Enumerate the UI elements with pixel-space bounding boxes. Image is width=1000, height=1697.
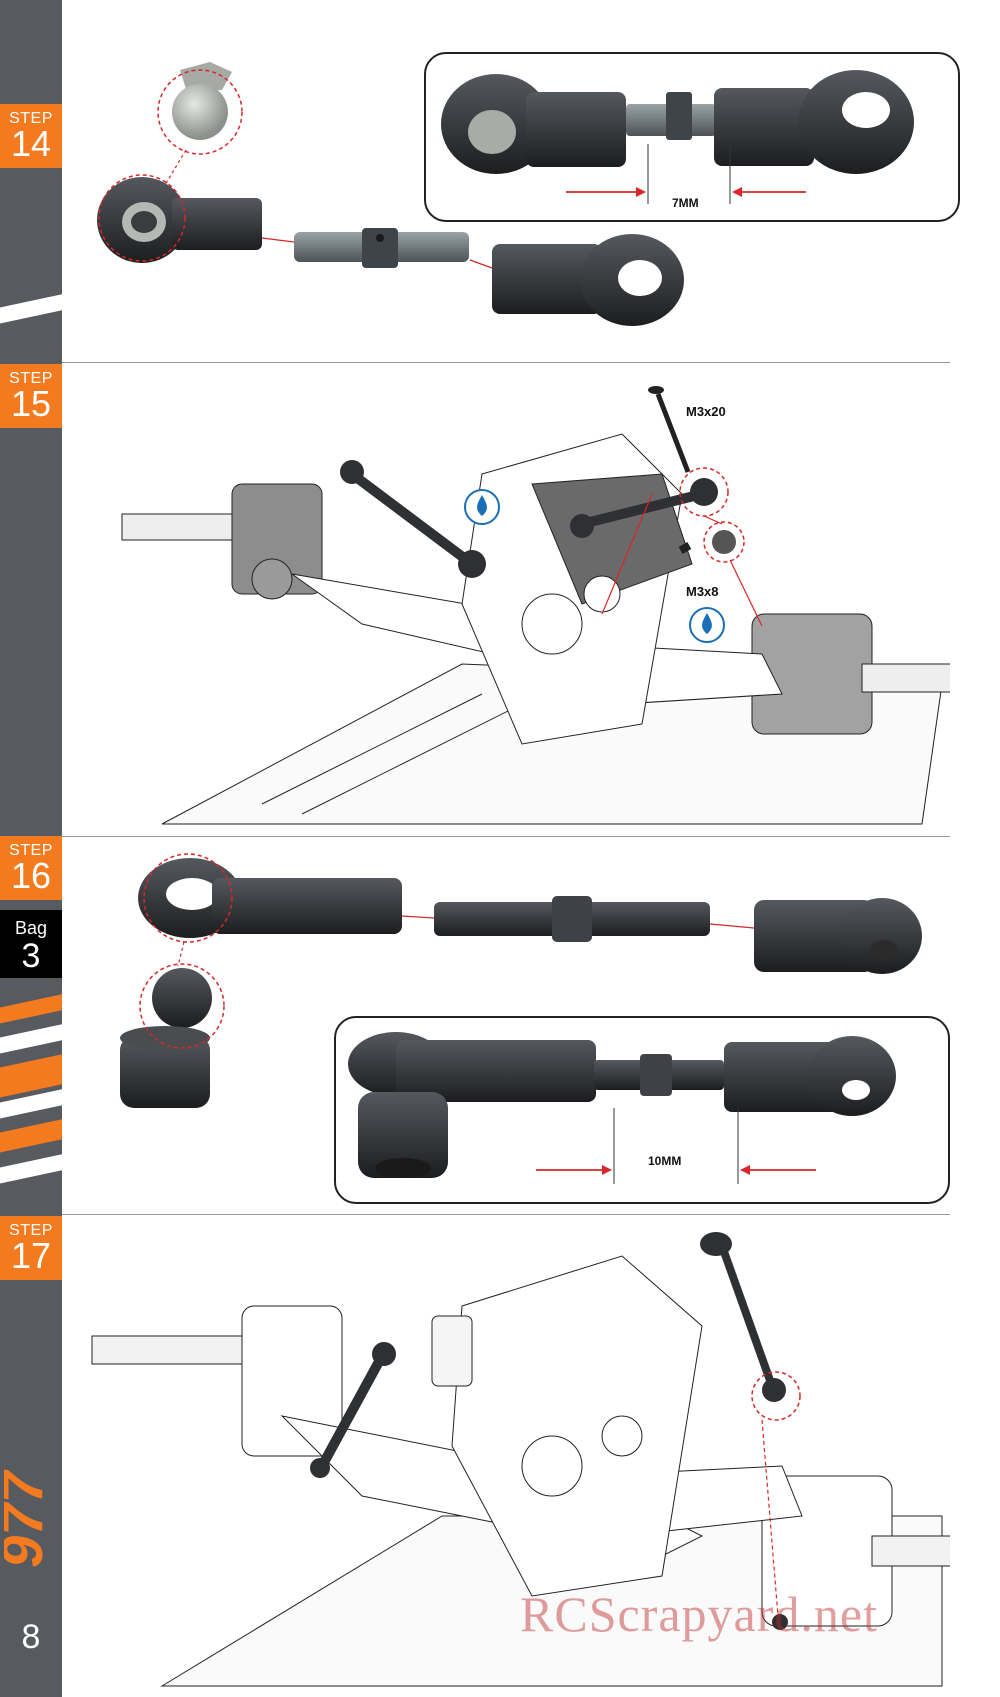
rod-end-left xyxy=(97,174,262,263)
step16-inset: 10MM xyxy=(334,1016,950,1204)
assembled-link-10mm xyxy=(348,1032,896,1184)
bag-badge: Bag 3 xyxy=(0,910,62,978)
step-number: 17 xyxy=(10,1235,52,1276)
decor-stripe xyxy=(0,1115,62,1155)
step-label: STEP xyxy=(9,370,53,387)
rod-end-right xyxy=(754,898,922,974)
camber-link-installed xyxy=(310,1342,396,1478)
screw xyxy=(772,1614,788,1630)
section-divider xyxy=(62,836,950,837)
screw-m3x20 xyxy=(648,386,691,473)
step-label: STEP xyxy=(9,842,53,859)
decor-stripe xyxy=(0,1150,62,1186)
sidebar: STEP 14 STEP 15 STEP 16 Bag 3 STEP 17 97… xyxy=(0,0,62,1697)
step-number: 14 xyxy=(10,123,52,164)
step16-illustration xyxy=(120,853,922,1108)
screw-callout-m3x20: M3x20 xyxy=(686,404,726,419)
turnbuckle xyxy=(294,228,469,268)
page-number: 8 xyxy=(21,1618,41,1656)
rod-end-right xyxy=(492,234,684,326)
step-label: STEP xyxy=(9,110,53,127)
step14-illustration xyxy=(97,62,684,326)
section-divider xyxy=(62,1214,950,1215)
step17-illustration xyxy=(91,1232,950,1687)
brand-logo-text: 977 xyxy=(4,1468,55,1568)
decor-stripe xyxy=(0,290,62,326)
watermark: RCScrapyard.net xyxy=(520,1586,878,1642)
bag-number: 3 xyxy=(21,937,41,975)
bag-label: Bag xyxy=(14,918,48,938)
step-badge-14: STEP 14 xyxy=(0,104,62,168)
step-badge-15: STEP 15 xyxy=(0,364,62,428)
brand-logo: 977 xyxy=(4,1468,55,1568)
camber-link-right xyxy=(700,1232,801,1421)
step-number: 15 xyxy=(10,383,52,424)
turnbuckle xyxy=(434,896,710,942)
dimension-label: 10MM xyxy=(648,1154,682,1168)
step-label: STEP xyxy=(9,1222,53,1239)
decor-stripe xyxy=(0,990,62,1026)
step-number: 16 xyxy=(10,855,52,896)
assembled-link-7mm xyxy=(441,70,914,204)
camber-link-right xyxy=(570,467,729,538)
screw-callout-m3x8: M3x8 xyxy=(686,584,719,599)
ball-stud xyxy=(157,62,243,155)
step14-inset: 7MM xyxy=(424,52,960,222)
section-divider xyxy=(62,362,950,363)
threadlock-icon xyxy=(464,489,500,525)
screw-m3x8 xyxy=(678,542,692,554)
rod-end-left xyxy=(138,853,402,943)
ball-stud-spacer xyxy=(120,963,225,1108)
step-badge-17: STEP 17 xyxy=(0,1216,62,1280)
decor-stripe xyxy=(0,1020,62,1056)
step-badge-16: STEP 16 xyxy=(0,836,62,900)
ball-stud xyxy=(703,521,745,563)
camber-link-left xyxy=(340,460,486,578)
dimension-label: 7MM xyxy=(672,196,699,210)
step15-illustration xyxy=(121,386,950,825)
threadlock-icon xyxy=(689,607,725,643)
